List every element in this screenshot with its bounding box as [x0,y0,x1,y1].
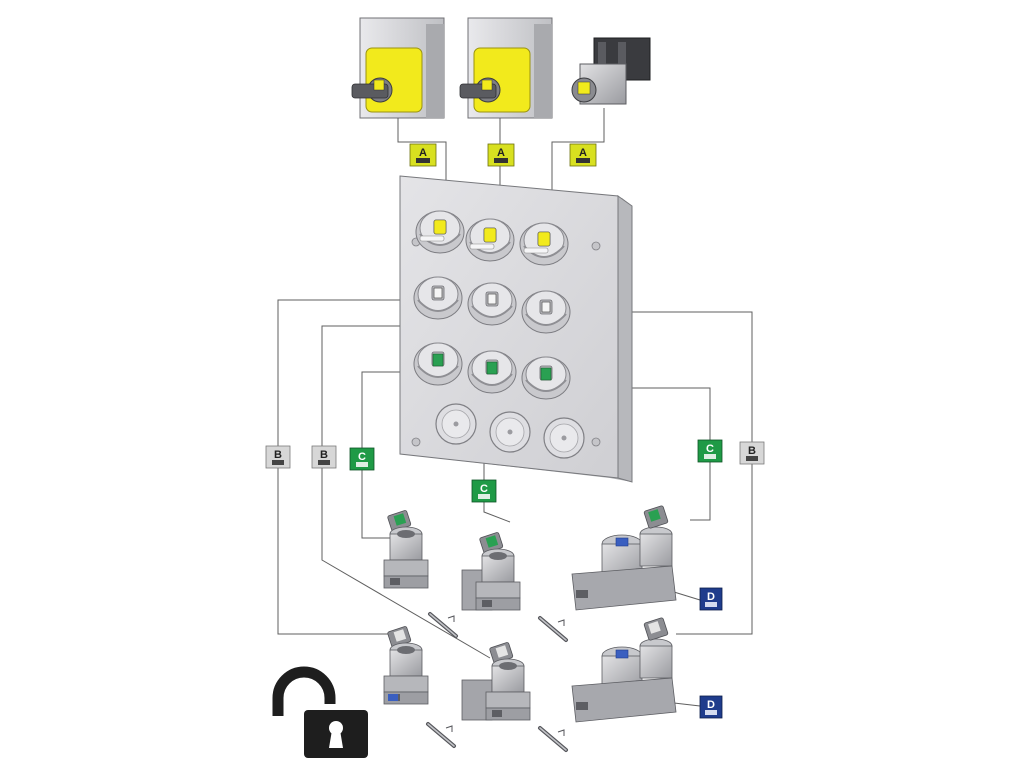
key-tag-c-2: C [471,479,497,503]
key-bar-2 [538,616,568,642]
panel-lock-b-2 [467,282,517,326]
svg-text:A: A [579,147,587,159]
key-tag-a-1: A [409,143,437,167]
panel-lock-a-1 [415,210,465,254]
key-interlock-unit-b-2 [461,641,531,721]
panel-blank-plug-1 [435,403,477,445]
padlock-open-icon [272,666,368,758]
key-tag-b-1: B [265,445,291,469]
key-exchange-panel [399,175,633,483]
key-tag-c-3: C [697,439,723,463]
panel-blank-plug-2 [489,411,531,453]
key-tag-a-2: A [487,143,515,167]
svg-text:C: C [706,443,714,455]
svg-text:B: B [748,445,756,457]
panel-blank-plug-3 [543,417,585,459]
panel-lock-c-1 [413,342,463,386]
svg-text:B: B [274,449,282,461]
key-interlock-unit-c-1 [383,509,429,589]
panel-lock-b-3 [521,290,571,334]
key-tag-d-1: D [699,587,723,611]
svg-text:D: D [707,699,715,711]
svg-text:A: A [497,147,505,159]
svg-text:B: B [320,449,328,461]
key-tag-a-3: A [569,143,597,167]
key-interlock-unit-b-d-1 [571,617,677,723]
key-tag-d-2: D [699,695,723,719]
svg-text:C: C [480,483,488,495]
rotary-switch-2 [459,17,553,119]
rotary-switch-1 [351,17,445,119]
key-bar-4 [538,726,568,752]
panel-lock-a-3 [519,222,569,266]
rotary-switch-3 [571,37,651,105]
key-bar-3 [426,722,456,748]
key-tag-b-2: B [311,445,337,469]
svg-text:D: D [707,591,715,603]
panel-lock-b-1 [413,276,463,320]
panel-lock-c-2 [467,350,517,394]
panel-lock-a-2 [465,218,515,262]
key-interlock-unit-c-2 [461,531,521,611]
key-interlock-unit-b-1 [383,625,429,705]
key-tag-c-1: C [349,447,375,471]
svg-text:A: A [419,147,427,159]
key-tag-b-3: B [739,441,765,465]
panel-lock-c-3 [521,356,571,400]
key-interlock-unit-c-d-1 [571,505,677,611]
svg-text:C: C [358,451,366,463]
